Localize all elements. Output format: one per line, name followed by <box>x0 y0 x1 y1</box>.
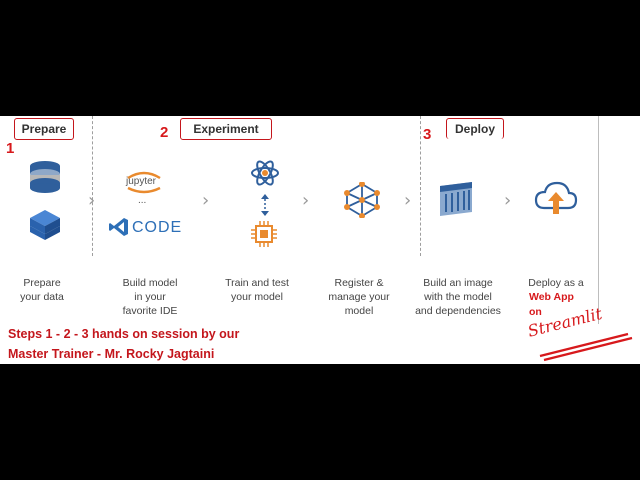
chevron-right-icon: › <box>404 190 412 211</box>
vscode-label: CODE <box>132 219 183 236</box>
chevron-right-icon: › <box>302 190 310 211</box>
chevron-right-icon: › <box>88 190 96 211</box>
footer-line-2: Master Trainer - Mr. Rocky Jagtaini <box>8 347 215 361</box>
divider <box>598 116 599 324</box>
model-network-icon <box>344 182 380 218</box>
jupyter-dots: ... <box>138 195 147 206</box>
atom-icon <box>251 160 279 186</box>
database-icon <box>30 161 60 193</box>
deploy-web-app-text: Web App <box>529 291 574 303</box>
divider <box>92 116 93 256</box>
divider <box>420 116 421 256</box>
vscode-icon <box>109 218 128 236</box>
jupyter-icon <box>127 171 161 194</box>
chip-icon <box>251 221 277 247</box>
chevron-right-icon: › <box>504 190 512 211</box>
slide-frame: Prepare 1 2 Experiment 3 Deploy › jupyte… <box>0 116 640 364</box>
phase-number-1: 1 <box>6 140 15 157</box>
data-layers-icon <box>30 210 60 240</box>
phase-experiment-label: Experiment <box>180 118 272 140</box>
chevron-right-icon: › <box>202 190 210 211</box>
arrow-up-down-icon <box>261 194 269 216</box>
phase-number-2: 2 <box>160 124 169 141</box>
phase-deploy-label: Deploy <box>446 118 504 139</box>
footer-note: Steps 1 - 2 - 3 hands on session by our … <box>8 324 239 364</box>
deploy-on-text: on <box>529 306 542 318</box>
phase-prepare-label: Prepare <box>14 118 74 140</box>
underline-strokes <box>539 332 633 362</box>
footer-line-1: Steps 1 - 2 - 3 hands on session by our <box>8 327 240 341</box>
phase-number-3: 3 <box>423 126 432 143</box>
container-image-icon <box>440 182 472 216</box>
cloud-upload-icon <box>534 181 578 214</box>
caption-deploy: Deploy as a <box>528 277 584 289</box>
jupyter-label: jupyter <box>126 176 157 187</box>
